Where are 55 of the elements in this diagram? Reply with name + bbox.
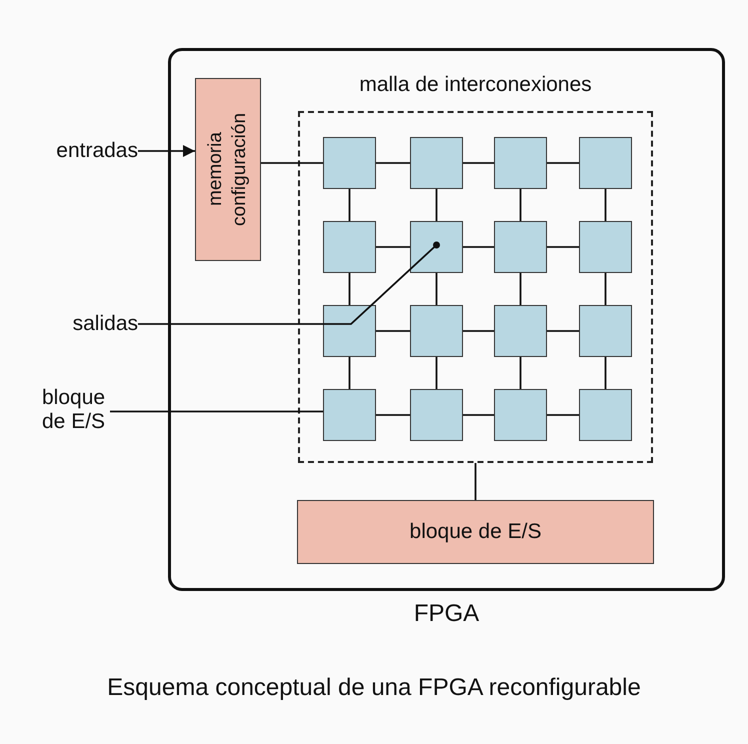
connector-line: [547, 330, 579, 332]
connector-line: [604, 189, 606, 221]
connector-line: [376, 330, 410, 332]
connector-line: [436, 189, 438, 221]
logic-block: [494, 221, 547, 273]
connector-line: [110, 410, 323, 412]
connector-line: [436, 273, 438, 305]
connector-line: [520, 189, 522, 221]
caption: Esquema conceptual de una FPGA reconfigurable: [107, 674, 641, 701]
logic-block: [323, 305, 376, 357]
connector-line: [376, 414, 410, 416]
connector-line: [348, 357, 350, 389]
logic-block: [579, 389, 632, 441]
logic-block: [410, 137, 463, 189]
logic-block: [323, 221, 376, 273]
logic-block: [579, 305, 632, 357]
connector-line: [547, 162, 579, 164]
chip-label: FPGA: [414, 600, 480, 628]
logic-block: [323, 389, 376, 441]
connector-line: [261, 162, 323, 164]
inputs-label: entradas: [56, 139, 138, 163]
memory-label: memoria configuración: [204, 112, 251, 228]
logic-block: [579, 221, 632, 273]
connector-line: [604, 357, 606, 389]
logic-block: [323, 137, 376, 189]
logic-block: [410, 305, 463, 357]
connector-line: [348, 273, 350, 305]
arrow: [138, 145, 195, 157]
io-block-label: bloque de E/S: [42, 386, 110, 434]
logic-block: [410, 221, 463, 273]
connector-line: [547, 414, 579, 416]
connector-line: [436, 357, 438, 389]
logic-block: [410, 389, 463, 441]
connector-line: [474, 463, 476, 500]
logic-block: [494, 389, 547, 441]
mesh-title: malla de interconexiones: [359, 73, 592, 97]
connector-line: [520, 357, 522, 389]
leader-line: [138, 242, 440, 325]
logic-block: [494, 305, 547, 357]
connector-line: [463, 162, 494, 164]
connector-line: [520, 273, 522, 305]
connector-line: [376, 162, 410, 164]
connector-line: [463, 414, 494, 416]
connector-line: [463, 330, 494, 332]
connector-line: [376, 246, 410, 248]
connector-line: [463, 246, 494, 248]
connector-line: [348, 189, 350, 221]
memory-box: [195, 78, 261, 261]
logic-block: [494, 137, 547, 189]
connector-line: [604, 273, 606, 305]
io-block-text: bloque de E/S: [410, 520, 542, 544]
connector-line: [547, 246, 579, 248]
logic-block: [579, 137, 632, 189]
outputs-label: salidas: [72, 312, 138, 336]
io-block-box: [297, 500, 654, 564]
